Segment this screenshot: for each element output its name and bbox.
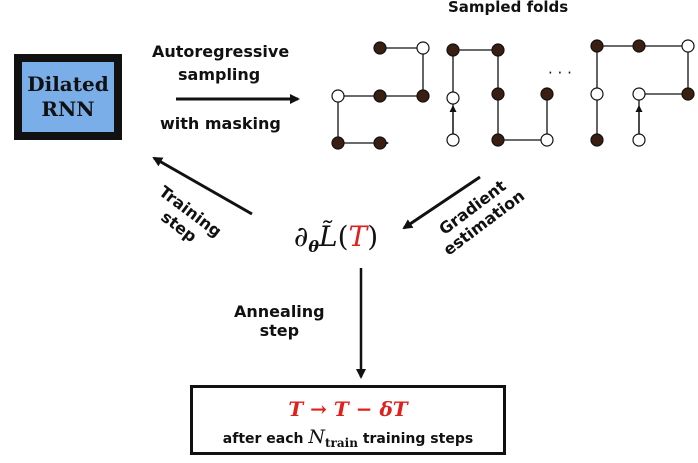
training-arrow	[152, 156, 253, 216]
annealing-box: T → T − δT after each Ntrain training st…	[190, 385, 506, 455]
sampled-folds-title: Sampled folds	[448, 0, 569, 16]
n-subscript: train	[325, 436, 358, 450]
fold-nodes	[331, 39, 695, 150]
autoregressive-label: Autoregressive	[152, 42, 290, 61]
annealing-step-label: Annealing step	[234, 302, 325, 340]
close-paren: )	[367, 220, 379, 253]
with-masking-label: with masking	[160, 114, 281, 133]
loss-gradient-expression: ∂θL̃(T)	[276, 220, 396, 256]
caption-post: training steps	[362, 431, 474, 447]
rnn-label-line1: Dilated	[27, 72, 109, 96]
n-symbol: N	[308, 426, 326, 448]
temperature-symbol: T	[348, 220, 368, 253]
gradient-arrow	[402, 175, 481, 230]
annealing-formula: T → T − δT	[288, 397, 408, 421]
dilated-rnn-box: Dilated RNN	[14, 54, 122, 140]
rnn-label-line2: RNN	[41, 97, 95, 121]
loss-symbol: L̃	[319, 220, 338, 253]
ellipsis: · · ·	[548, 64, 572, 82]
theta-subscript: θ	[308, 237, 319, 256]
annealing-step-word: step	[259, 321, 300, 341]
annealing-caption: after each Ntrain training steps	[193, 426, 503, 450]
open-paren: (	[337, 220, 349, 253]
partial-symbol: ∂	[293, 220, 309, 253]
annealing-label: Annealing	[234, 302, 325, 321]
caption-pre: after each	[222, 431, 304, 447]
sampling-label: sampling	[178, 65, 261, 84]
